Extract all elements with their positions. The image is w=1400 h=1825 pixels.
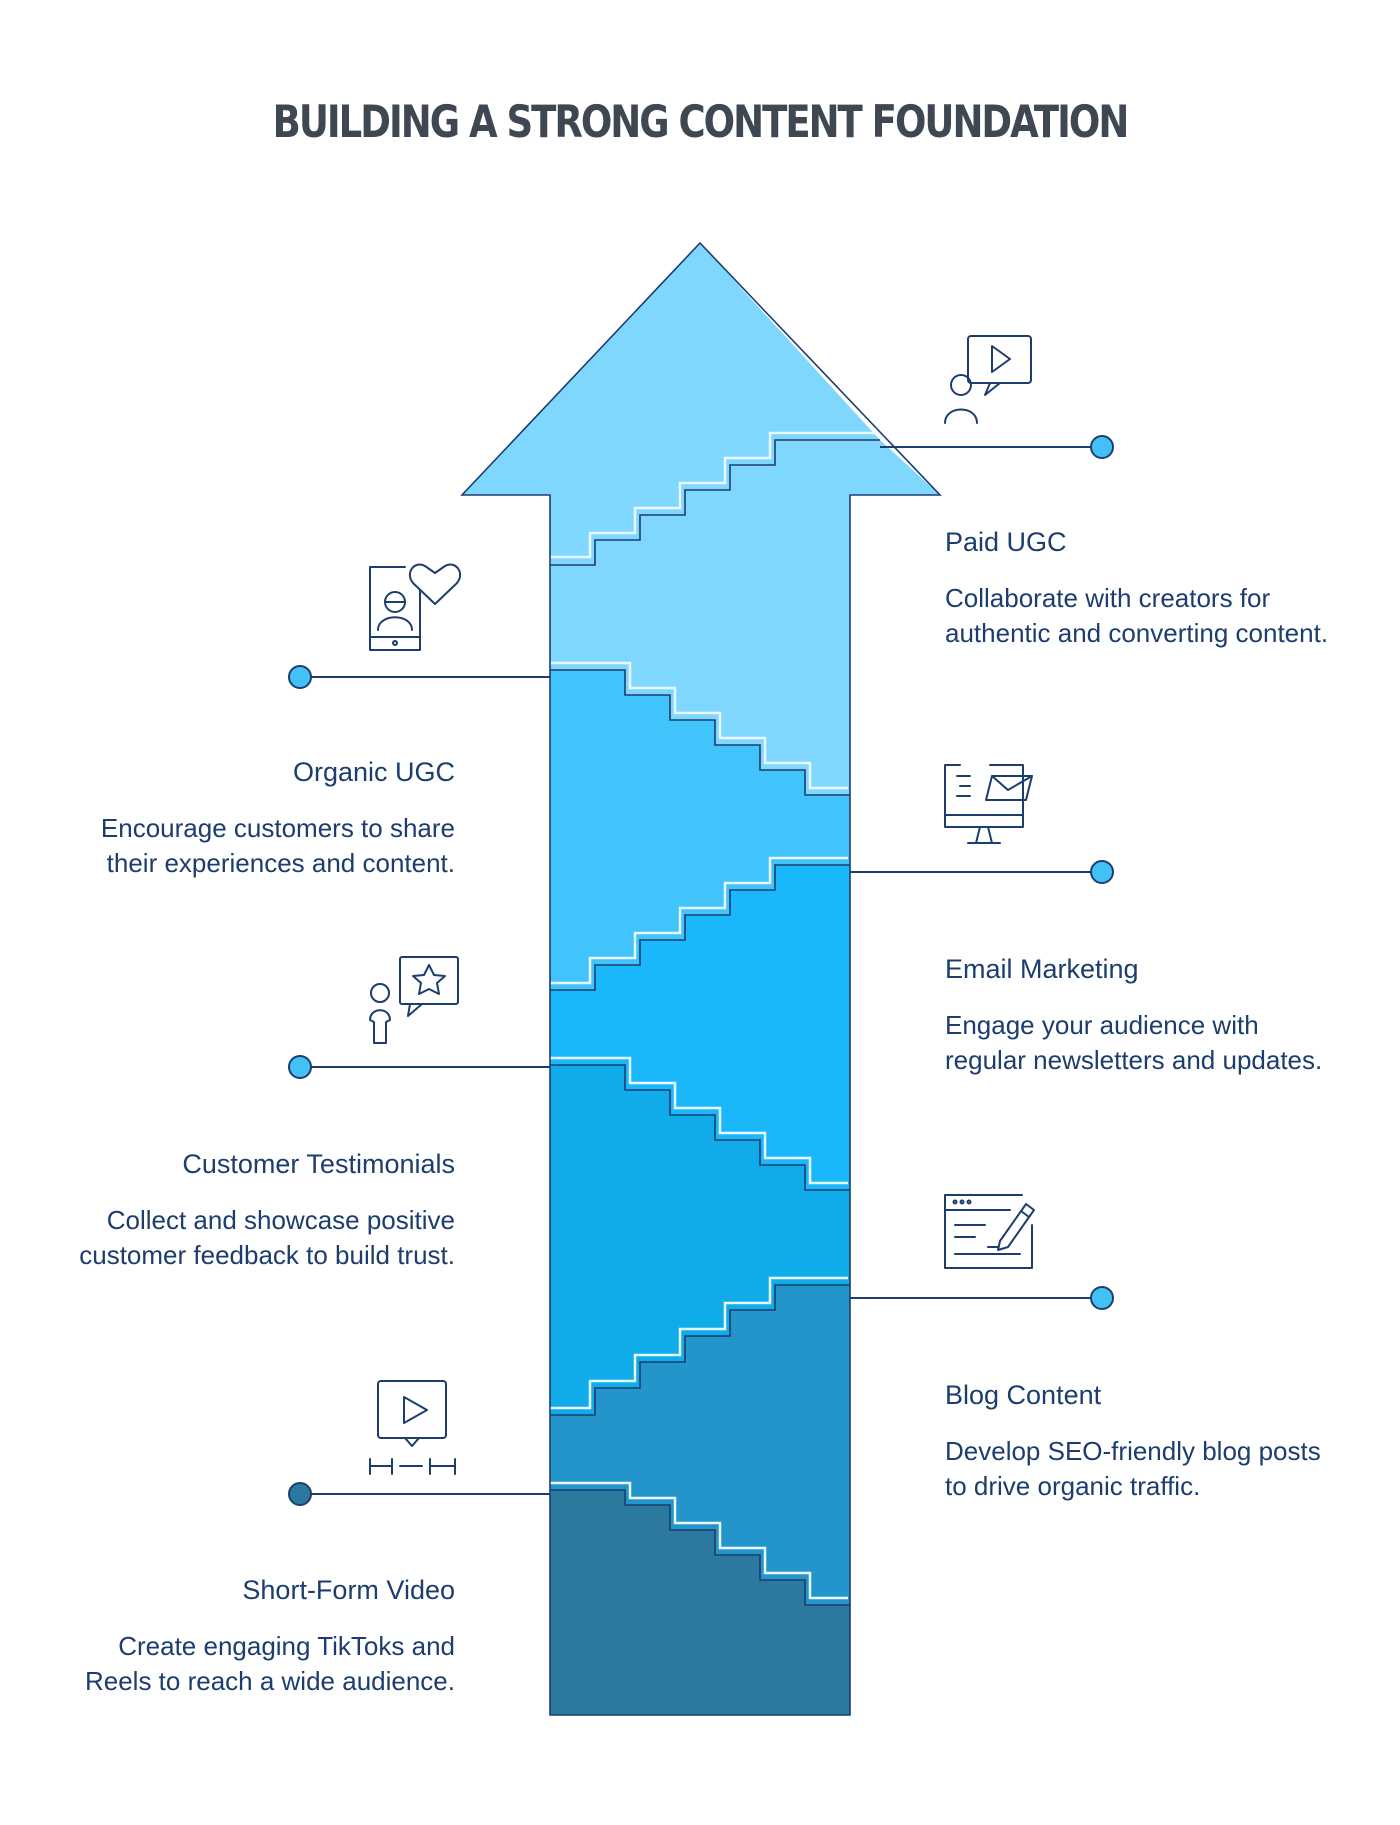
stair-lines	[460, 241, 942, 1716]
page-title: BUILDING A STRONG CONTENT FOUNDATION	[272, 96, 1130, 148]
band-organic-ugc	[550, 670, 850, 990]
step-description: Collaborate with creators for authentic …	[945, 583, 1329, 648]
step-email-marketing: Email Marketing Engage your audience wit…	[945, 952, 1345, 1078]
step-short-form-video: Short-Form Video Create engaging TikToks…	[65, 1573, 455, 1699]
step-organic-ugc: Organic UGC Encourage customers to share…	[65, 755, 455, 881]
connector-dot-organic-ugc	[288, 665, 312, 689]
step-description: Engage your audience with regular newsle…	[945, 1010, 1323, 1075]
testimonial-star-icon	[369, 956, 459, 1044]
phone-heart-icon	[369, 563, 462, 651]
band-customer-testimonials	[550, 1065, 850, 1415]
step-description: Collect and showcase positive customer f…	[79, 1205, 455, 1270]
step-title: Short-Form Video	[242, 1575, 455, 1605]
connector-dot-customer-testimonials	[288, 1055, 312, 1079]
connector-dot-paid-ugc	[1090, 435, 1114, 459]
video-ruler-icon	[369, 1380, 456, 1475]
step-title: Customer Testimonials	[182, 1149, 455, 1179]
blog-edit-icon	[944, 1194, 1035, 1269]
stair-highlights	[550, 431, 880, 1600]
band-email-marketing	[550, 865, 850, 1190]
step-description: Create engaging TikToks and Reels to rea…	[84, 1631, 455, 1696]
connector-dot-short-form-video	[288, 1482, 312, 1506]
step-title: Email Marketing	[945, 954, 1139, 984]
connector-dot-blog-content	[1090, 1286, 1114, 1310]
step-description: Encourage customers to share their exper…	[100, 813, 455, 878]
step-title: Organic UGC	[292, 757, 455, 787]
connector-dot-email-marketing	[1090, 860, 1114, 884]
band-blog-content	[550, 1285, 850, 1605]
step-description: Develop SEO-friendly blog posts to drive…	[945, 1436, 1321, 1501]
step-title: Paid UGC	[945, 527, 1067, 557]
monitor-email-icon	[944, 764, 1033, 844]
step-blog-content: Blog Content Develop SEO-friendly blog p…	[945, 1378, 1345, 1504]
arrow-head	[462, 243, 880, 565]
user-video-icon	[944, 335, 1032, 424]
step-paid-ugc: Paid UGC Collaborate with creators for a…	[945, 525, 1345, 651]
connector-lines	[300, 446, 1102, 1495]
band-short-form-video	[550, 1490, 850, 1715]
step-customer-testimonials: Customer Testimonials Collect and showca…	[65, 1147, 455, 1273]
step-title: Blog Content	[945, 1380, 1102, 1410]
band-paid-ugc	[550, 440, 940, 795]
